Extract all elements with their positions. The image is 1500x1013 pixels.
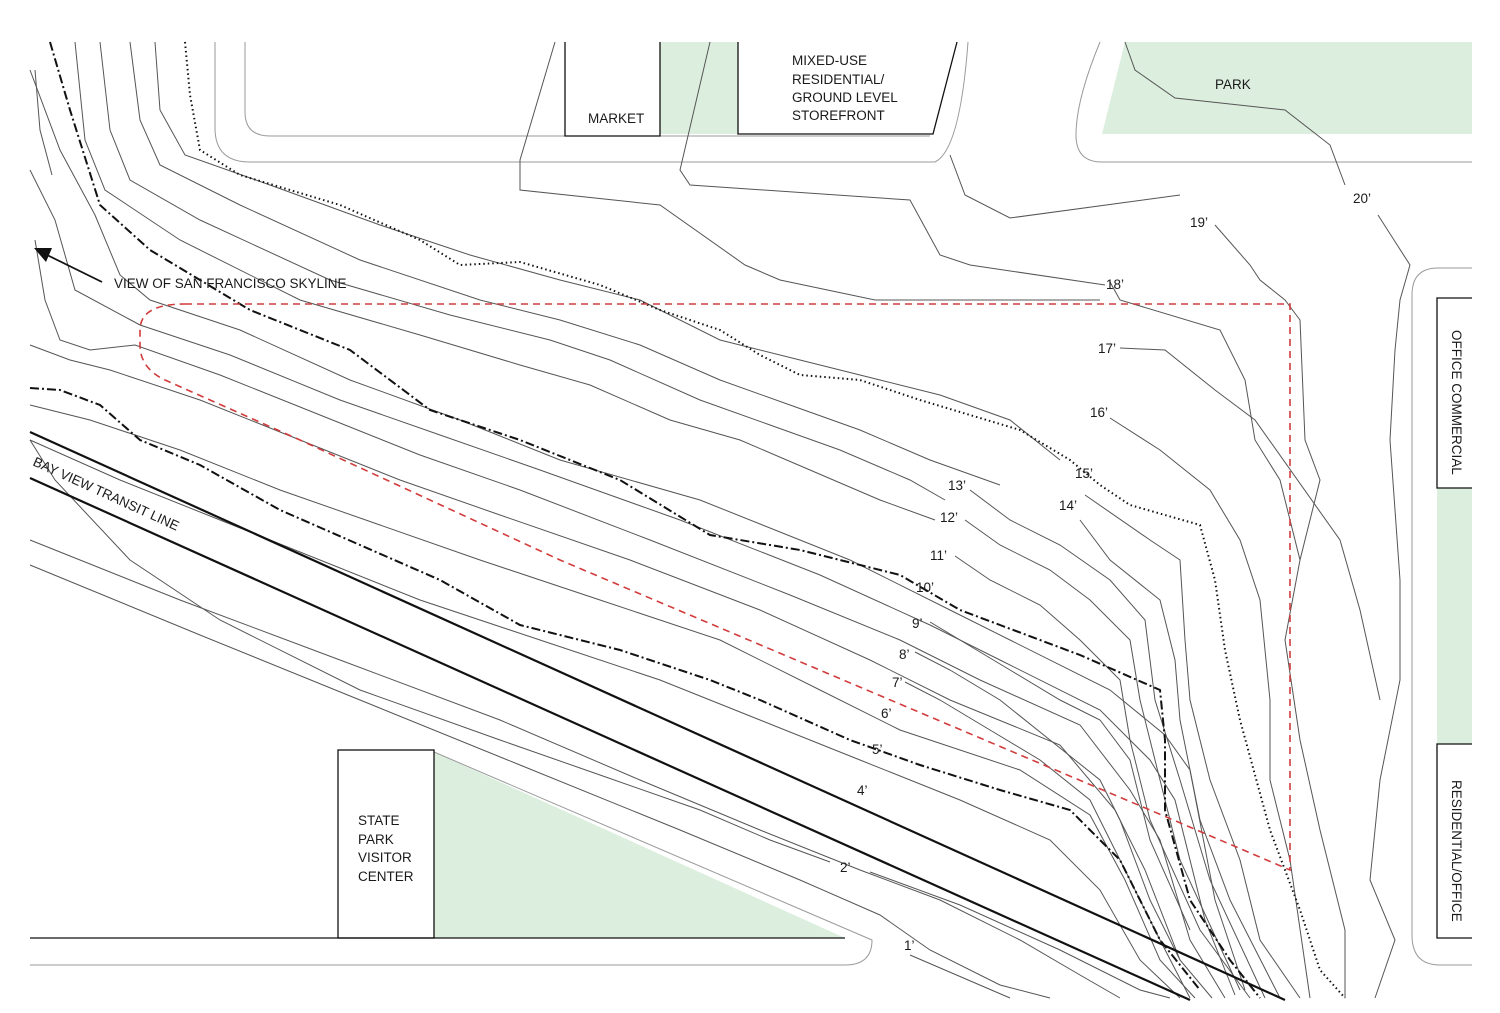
contour-label-1: 1’ bbox=[904, 938, 915, 953]
contour-label-11: 11’ bbox=[930, 548, 947, 563]
contour-label-4: 4’ bbox=[857, 783, 868, 798]
bay-view-transit-line bbox=[29, 430, 1286, 1002]
dotted-contour-lines bbox=[184, 41, 1346, 999]
office-commercial-building: OFFICE COMMERCIAL bbox=[1436, 297, 1472, 489]
contour-label-20: 20’ bbox=[1353, 191, 1371, 206]
road-north-block bbox=[244, 42, 930, 137]
view-arrow bbox=[34, 248, 103, 283]
contour-label-13: 13’ bbox=[948, 478, 966, 493]
mixed-use-label-line-4: STOREFRONT bbox=[792, 108, 885, 123]
contour-label-7: 7’ bbox=[892, 675, 903, 690]
contour-lines bbox=[29, 41, 1411, 999]
contour-label-14: 14’ bbox=[1059, 498, 1077, 513]
contour-label-9: 9’ bbox=[912, 616, 923, 631]
contour-label-2: 2’ bbox=[840, 860, 851, 875]
contour-label-6: 6’ bbox=[881, 706, 892, 721]
market-label: MARKET bbox=[588, 111, 644, 126]
arrow-head-icon bbox=[34, 248, 52, 262]
green-space-park bbox=[1102, 42, 1472, 134]
residential-office-building: RESIDENTIAL/OFFICE bbox=[1436, 743, 1472, 939]
park-label: PARK bbox=[1215, 77, 1251, 92]
mixed-use-building: MIXED-USE RESIDENTIAL/ GROUND LEVEL STOR… bbox=[737, 41, 958, 135]
major-contour-lines bbox=[29, 41, 1261, 999]
mixed-use-label-line-2: RESIDENTIAL/ bbox=[792, 72, 885, 87]
road-south-curb bbox=[30, 751, 873, 966]
road-park-block bbox=[1075, 41, 1472, 163]
contour-elevation-labels: 1’ 2’ 4’ 5’ 6’ 7’ 8’ 9’ 10’ 11’ 12’ 13’ … bbox=[840, 191, 1371, 953]
visitor-center-label-line-4: CENTER bbox=[358, 869, 414, 884]
contour-label-10: 10’ bbox=[916, 580, 934, 595]
contour-label-5: 5’ bbox=[872, 742, 883, 757]
site-boundary bbox=[139, 303, 1291, 872]
office-commercial-label: OFFICE COMMERCIAL bbox=[1449, 330, 1464, 475]
contour-label-18: 18’ bbox=[1106, 277, 1124, 292]
visitor-center-label-line-3: VISITOR bbox=[358, 850, 412, 865]
green-space-east bbox=[1437, 488, 1472, 744]
road-east-curb bbox=[1411, 267, 1472, 966]
state-park-visitor-center: STATE PARK VISITOR CENTER bbox=[30, 749, 845, 939]
visitor-center-label-line-2: PARK bbox=[358, 832, 394, 847]
contour-label-16: 16’ bbox=[1090, 405, 1108, 420]
mixed-use-label-line-1: MIXED-USE bbox=[792, 53, 867, 68]
road-north-curb bbox=[214, 41, 969, 163]
contour-label-17: 17’ bbox=[1098, 341, 1116, 356]
green-space-visitor-center bbox=[434, 752, 845, 938]
contour-label-15: 15’ bbox=[1075, 466, 1093, 481]
contour-label-12: 12’ bbox=[940, 510, 958, 525]
contour-label-8: 8’ bbox=[899, 647, 910, 662]
mixed-use-label-line-3: GROUND LEVEL bbox=[792, 90, 898, 105]
residential-office-label: RESIDENTIAL/OFFICE bbox=[1449, 780, 1464, 922]
visitor-center-label-line-1: STATE bbox=[358, 813, 400, 828]
market-building: MARKET bbox=[564, 42, 661, 137]
view-label: VIEW OF SAN FRANCISCO SKYLINE bbox=[114, 276, 347, 291]
contour-label-19: 19’ bbox=[1190, 215, 1208, 230]
